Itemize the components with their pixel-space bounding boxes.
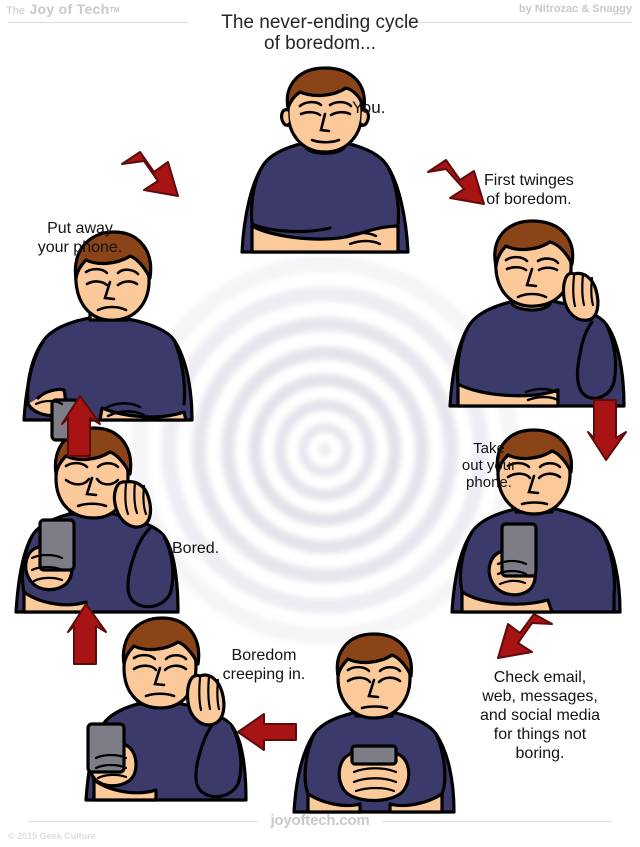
byline: by Nitrozac & Snaggy xyxy=(518,3,632,15)
footer-rule-left xyxy=(28,821,258,822)
figure-bored xyxy=(14,424,204,614)
footer-rule-right xyxy=(382,821,612,822)
figure-boredom-creeping xyxy=(84,612,276,802)
caption-you: You. xyxy=(352,98,386,117)
caption-put-away-phone: Put away your phone. xyxy=(37,220,123,256)
figure-put-away-phone xyxy=(10,228,196,442)
trademark-mark: TM xyxy=(109,7,120,14)
arrow-creep-to-bored xyxy=(66,602,108,666)
figure-first-twinges xyxy=(446,212,636,408)
comic-title: The never-ending cycle of boredom... xyxy=(221,12,419,54)
figure-you xyxy=(230,56,420,256)
figure-take-out-phone xyxy=(448,424,628,614)
footer-site-url[interactable]: joyoftech.com xyxy=(270,812,370,829)
header-rule-left xyxy=(8,22,188,23)
arrow-check-to-creep xyxy=(236,710,298,754)
arrow-you-to-first xyxy=(424,158,490,210)
caption-take-out-phone: Take out your phone. xyxy=(461,440,517,491)
caption-check-email: Check email, web, messages, and social m… xyxy=(479,669,601,762)
arrow-first-to-take xyxy=(586,398,628,464)
figure-check-email xyxy=(290,628,460,814)
comic-footer: joyoftech.com © 2015 Geek Culture xyxy=(0,807,640,847)
arrow-put-to-you xyxy=(118,148,180,202)
caption-boredom-creeping: Boredom creeping in. xyxy=(222,647,306,683)
joy-of-tech-logo: The Joy of TechTM xyxy=(6,1,120,19)
brand-name: Joy of Tech xyxy=(29,1,110,17)
copyright-notice: © 2015 Geek Culture xyxy=(8,831,96,841)
comic-header: The Joy of TechTM by Nitrozac & Snaggy xyxy=(0,0,640,26)
caption-first-twinges: First twinges of boredom. xyxy=(484,172,574,208)
header-rule-right xyxy=(407,22,632,23)
arrow-bored-to-put xyxy=(60,394,102,458)
caption-bored: Bored. xyxy=(172,540,220,557)
arrow-take-to-check xyxy=(494,612,556,664)
brand-the: The xyxy=(6,5,25,17)
